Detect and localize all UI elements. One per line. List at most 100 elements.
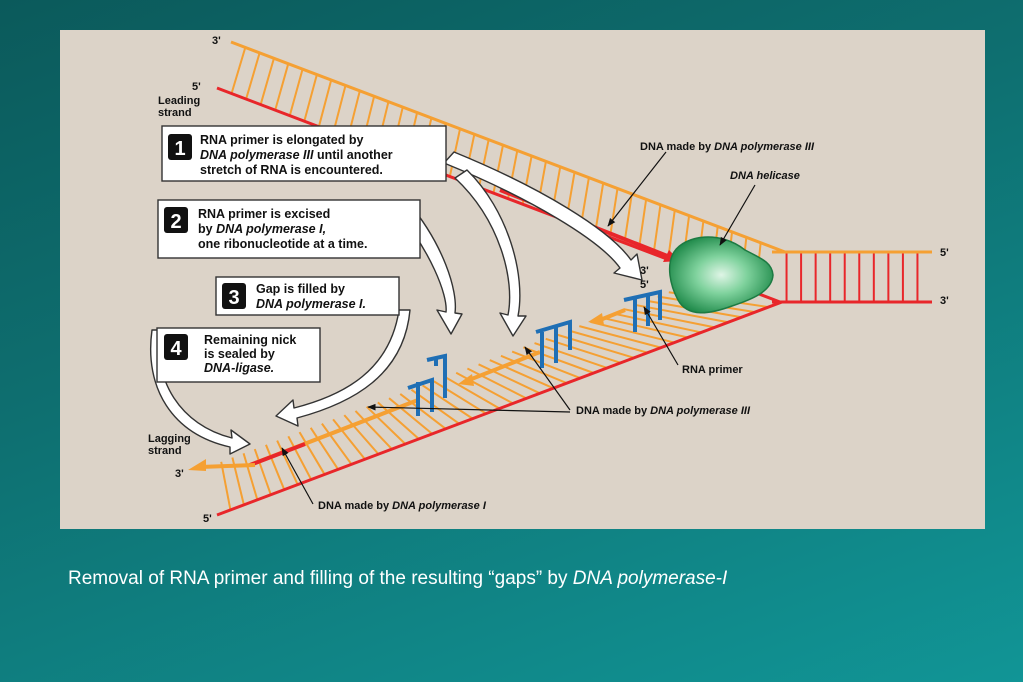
- base-pair-rung: [522, 346, 595, 374]
- base-pair-rung: [265, 444, 286, 491]
- base-pair-rung: [635, 303, 729, 324]
- base-pair-rung: [343, 414, 380, 455]
- base-pair-rung: [590, 320, 675, 344]
- base-pair-rung: [245, 52, 261, 100]
- base-pair-rung: [242, 453, 259, 501]
- base-pair-rung: [579, 325, 662, 349]
- lagging-strand-label-1: Lagging: [148, 433, 191, 445]
- step-2-line-3: one ribonucleotide at a time.: [198, 237, 367, 251]
- base-pair-rung: [303, 74, 318, 122]
- step-2-number: 2: [170, 211, 181, 233]
- base-pair-rung: [433, 380, 487, 415]
- step-1-box: 1 RNA primer is elongated by DNA polymer…: [161, 125, 447, 182]
- base-pair-rung: [276, 440, 299, 485]
- right-5prime-label: 5': [940, 247, 949, 259]
- base-pair-rung: [638, 199, 648, 249]
- helicase-shape: [668, 236, 774, 314]
- step-2-line-2: by: [198, 222, 216, 236]
- base-pair-rung: [354, 410, 393, 450]
- base-pair-rung: [332, 85, 347, 133]
- step-1-line-3: stretch of RNA is encountered.: [200, 163, 383, 177]
- caption-enzyme: DNA polymerase-I: [572, 568, 728, 589]
- base-pair-rung: [478, 363, 541, 395]
- step-3-enzyme: DNA polymerase I.: [256, 297, 366, 311]
- base-pair-rung: [511, 350, 581, 380]
- base-pair-rung: [545, 337, 621, 364]
- lagging-strand-label-2: strand: [148, 445, 182, 457]
- base-pair-rung: [594, 182, 605, 232]
- step-3-box: 3 Gap is filled by DNA polymerase I.: [215, 276, 400, 316]
- base-pair-rung: [259, 57, 275, 105]
- lagging-fragment-3: [599, 308, 626, 322]
- caption-text: Removal of RNA primer and filling of the…: [68, 568, 573, 589]
- slide-caption: Removal of RNA primer and filling of the…: [68, 568, 968, 590]
- step-1-line-2: until another: [313, 148, 392, 162]
- base-pair-rung: [317, 79, 333, 127]
- lagging-strand-arm: [188, 289, 783, 517]
- svg-text:by DNA polymerase I,: by DNA polymerase I,: [198, 222, 326, 236]
- base-pair-rung: [444, 376, 501, 410]
- leading-new-strand: [230, 40, 786, 254]
- lagging-template-strand: [216, 300, 783, 517]
- step-2-box: 2 RNA primer is excised by DNA polymeras…: [157, 199, 421, 259]
- step-4-enzyme: DNA-ligase.: [204, 361, 274, 375]
- base-pair-rung: [399, 393, 447, 430]
- parental-duplex: [772, 250, 932, 304]
- bottom-3prime-label: 3': [175, 468, 184, 480]
- step-3-line-1: Gap is filled by: [256, 282, 345, 296]
- base-pair-rung: [534, 342, 608, 369]
- base-pair-rung: [287, 435, 313, 480]
- pol1-label: DNA made by DNA polymerase I: [318, 500, 487, 512]
- base-pair-rung: [500, 354, 568, 385]
- step-4-line-2: is sealed by: [204, 347, 275, 361]
- step-2-enzyme: DNA polymerase I,: [216, 222, 326, 236]
- leading-strand-label-2: strand: [158, 107, 192, 119]
- base-pair-rung: [288, 68, 304, 116]
- base-pair-rung: [623, 193, 633, 243]
- pol3-top-label: DNA made by DNA polymerase III: [640, 141, 815, 153]
- helicase-label: DNA helicase: [730, 170, 800, 182]
- base-pair-rung: [608, 188, 619, 238]
- base-pair-rung: [230, 47, 247, 94]
- step-1-line-1: RNA primer is elongated by: [200, 133, 364, 147]
- top-3prime-label: 3': [212, 35, 221, 47]
- base-pair-rung: [274, 63, 290, 111]
- step-arrows: [150, 151, 643, 455]
- step-1-number: 1: [174, 138, 185, 160]
- step-4-number: 4: [170, 338, 182, 360]
- step-3-number: 3: [228, 287, 239, 309]
- base-pair-rung: [220, 461, 232, 511]
- diagram-panel: 1 RNA primer is elongated by DNA polymer…: [60, 30, 985, 529]
- svg-text:DNA polymerase III until anoth: DNA polymerase III until another: [200, 148, 393, 162]
- step-2-line-1: RNA primer is excised: [198, 207, 330, 221]
- base-pair-rung: [466, 367, 527, 400]
- base-pair-rung: [477, 139, 490, 188]
- base-pair-rung: [567, 329, 648, 354]
- base-pair-rung: [365, 405, 407, 445]
- base-pair-rung: [298, 431, 326, 475]
- leading-strand-label-1: Leading: [158, 95, 200, 107]
- base-pair-rung: [388, 397, 433, 435]
- fork-3prime-label: 3': [640, 265, 649, 277]
- base-pair-rung: [489, 359, 554, 390]
- base-pair-rung: [623, 308, 715, 329]
- pol3-mid-label: DNA made by DNA polymerase III: [576, 405, 751, 417]
- base-pair-rung: [321, 423, 353, 465]
- base-pair-rung: [309, 427, 339, 470]
- rna-primer-label: RNA primer: [682, 364, 743, 376]
- base-pair-rung: [612, 312, 702, 334]
- base-pair-rung: [652, 204, 662, 254]
- fork-5prime-label: 5': [640, 279, 649, 291]
- base-pair-rung: [332, 418, 366, 460]
- base-pair-rung: [377, 401, 420, 440]
- top-5prime-label: 5': [192, 81, 201, 93]
- base-pair-rung: [253, 448, 272, 496]
- lagging-fragment-2: [463, 350, 541, 384]
- base-pair-rung: [455, 371, 514, 405]
- replication-fork-diagram: 1 RNA primer is elongated by DNA polymer…: [148, 35, 949, 525]
- step-1-enzyme: DNA polymerase III: [200, 148, 314, 162]
- step-4-box: 4 Remaining nick is sealed by DNA-ligase…: [156, 327, 321, 383]
- right-3prime-label: 3': [940, 295, 949, 307]
- base-pair-rung: [601, 316, 689, 339]
- step-4-line-1: Remaining nick: [204, 333, 296, 347]
